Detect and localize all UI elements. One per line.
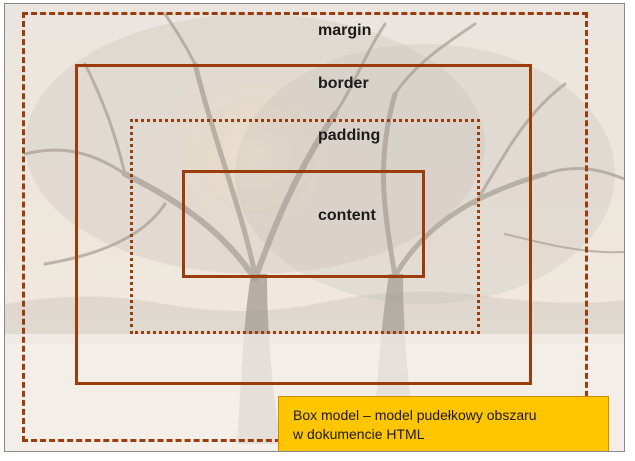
caption-line-1: Box model – model pudełkowy obszaru xyxy=(293,407,537,423)
caption-line-2: w dokumencie HTML xyxy=(293,426,425,442)
padding-label: padding xyxy=(318,127,381,144)
content-label: content xyxy=(318,207,376,224)
padding-box-outline xyxy=(130,119,480,334)
border-label: border xyxy=(318,75,369,92)
content-box-outline xyxy=(182,170,425,278)
margin-label: margin xyxy=(318,22,372,39)
caption-box: Box model – model pudełkowy obszaru w do… xyxy=(278,396,609,451)
slide-frame: margin border padding content Box model … xyxy=(4,3,625,452)
border-box-outline xyxy=(75,64,532,385)
